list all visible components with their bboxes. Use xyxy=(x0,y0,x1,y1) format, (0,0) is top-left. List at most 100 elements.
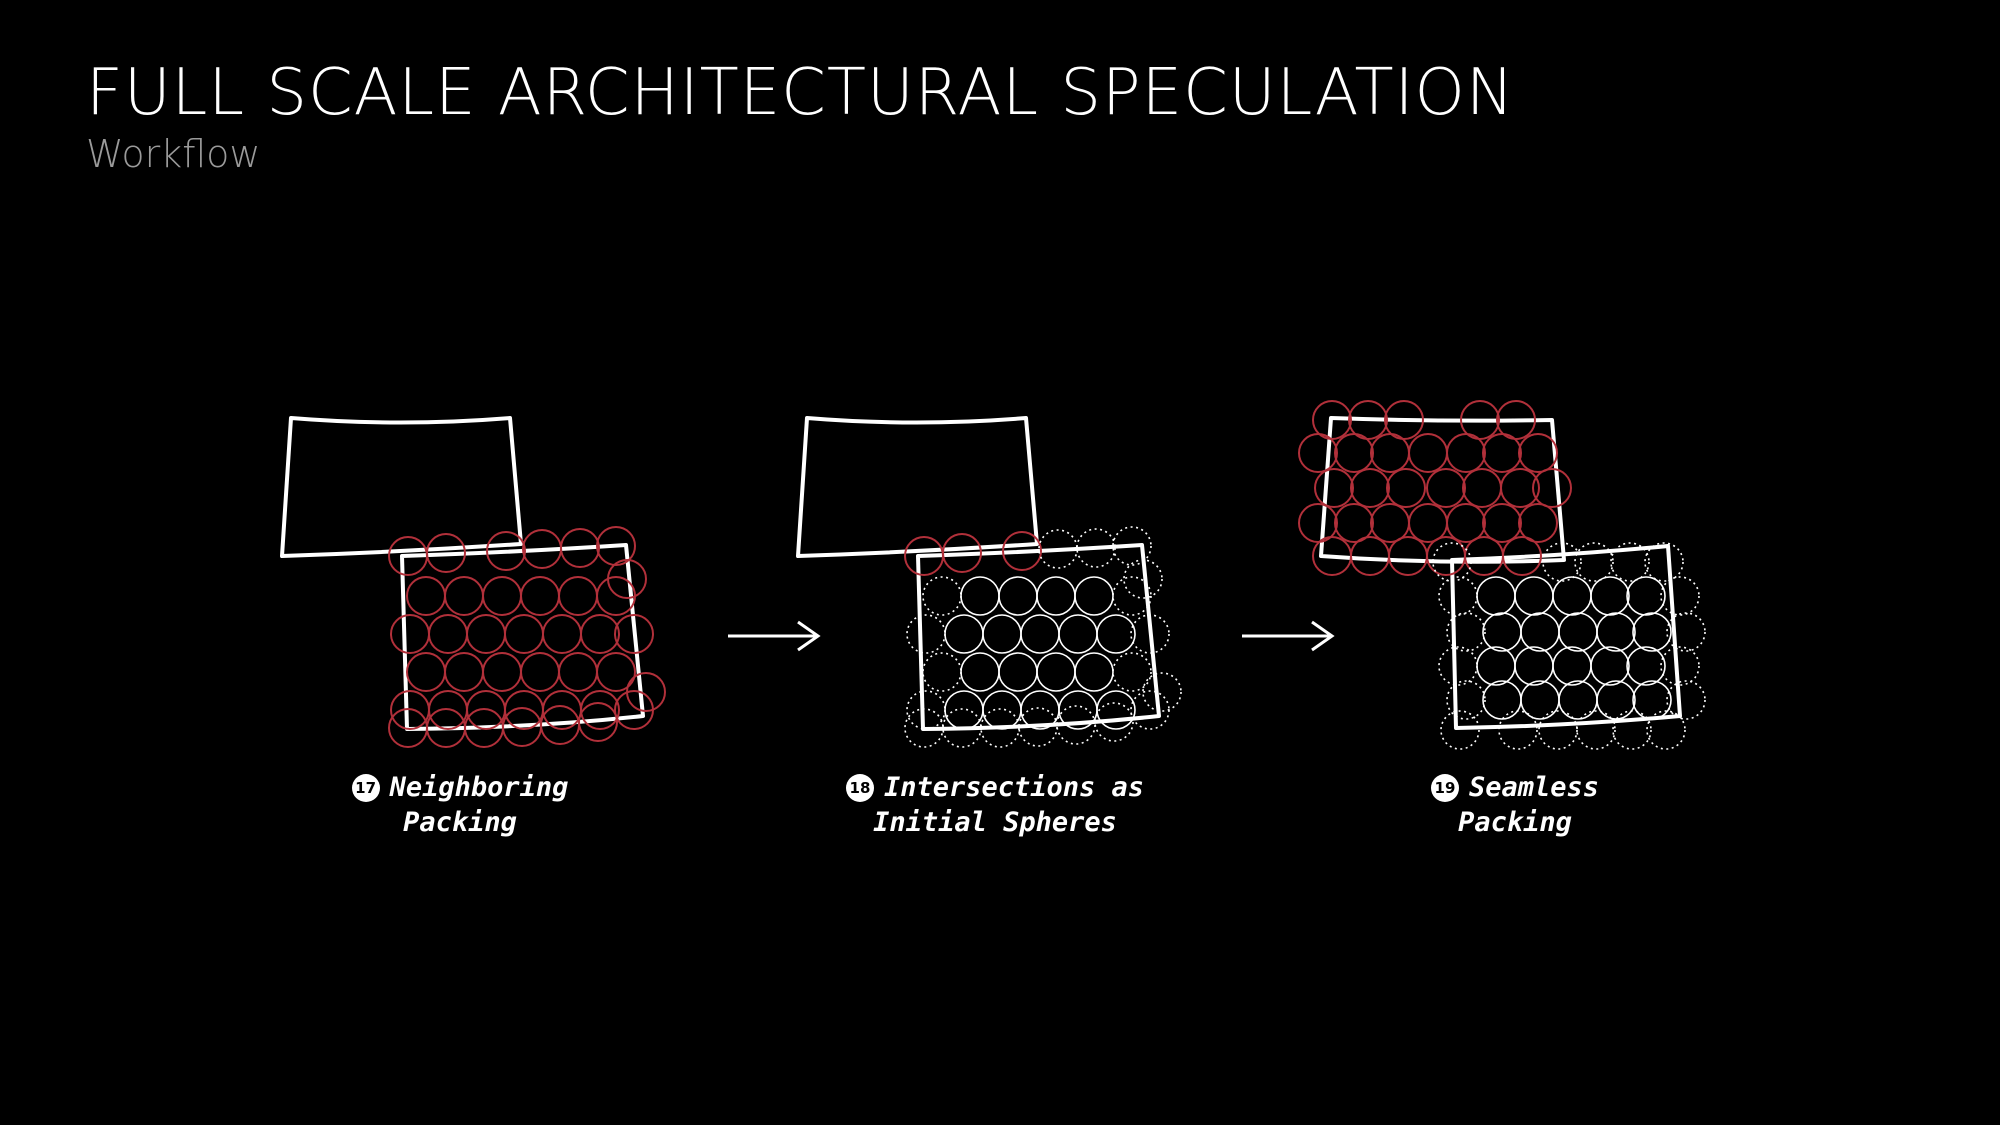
step-label-line1: Seamless xyxy=(1468,772,1600,803)
packing-sphere xyxy=(998,576,1038,616)
packing-sphere xyxy=(486,531,526,571)
packing-sphere xyxy=(482,576,522,616)
candidate-sphere xyxy=(922,652,962,692)
packing-sphere xyxy=(580,690,620,730)
candidate-sphere xyxy=(904,708,944,748)
packing-sphere xyxy=(1558,680,1598,720)
packing-sphere xyxy=(1464,536,1504,576)
packing-sphere xyxy=(1298,433,1338,473)
packing-sphere xyxy=(428,614,468,654)
packing-sphere xyxy=(504,614,544,654)
packing-sphere xyxy=(1446,433,1486,473)
packing-sphere xyxy=(1482,503,1522,543)
candidate-sphere xyxy=(1112,652,1152,692)
packing-sphere xyxy=(944,690,984,730)
packing-sphere xyxy=(406,576,446,616)
packing-sphere xyxy=(558,652,598,692)
packing-sphere xyxy=(578,702,618,742)
candidate-sphere xyxy=(1432,542,1472,582)
surface-panel-b xyxy=(400,543,645,731)
candidate-sphere xyxy=(1660,576,1700,616)
packing-sphere xyxy=(482,652,522,692)
packing-sphere xyxy=(1408,433,1448,473)
page-subtitle: Workflow xyxy=(86,132,261,176)
packing-sphere xyxy=(1314,468,1354,508)
candidate-sphere xyxy=(1542,542,1582,582)
packing-sphere xyxy=(1590,646,1630,686)
candidate-sphere xyxy=(906,690,946,730)
packing-sphere xyxy=(426,533,466,573)
packing-sphere xyxy=(960,652,1000,692)
surface-panel-b xyxy=(1450,544,1682,730)
candidate-sphere xyxy=(1038,529,1078,569)
candidate-sphere xyxy=(1666,680,1706,720)
packing-sphere xyxy=(1482,680,1522,720)
packing-sphere xyxy=(1482,612,1522,652)
packing-sphere xyxy=(1388,536,1428,576)
candidate-sphere xyxy=(1440,710,1480,750)
packing-sphere xyxy=(1350,536,1390,576)
packing-sphere xyxy=(1036,652,1076,692)
packing-sphere xyxy=(982,690,1022,730)
step-label-line1: Neighboring xyxy=(389,772,569,803)
candidate-sphere xyxy=(1130,690,1170,730)
candidate-sphere xyxy=(1446,612,1486,652)
surface-panel-a xyxy=(796,416,1039,558)
packing-sphere xyxy=(1426,536,1466,576)
step-number-badge: 17 xyxy=(351,774,380,802)
packing-sphere xyxy=(1370,503,1410,543)
packing-sphere xyxy=(1482,433,1522,473)
packing-sphere xyxy=(1334,503,1374,543)
candidate-sphere xyxy=(1446,680,1486,720)
candidate-sphere xyxy=(1574,542,1614,582)
packing-sphere xyxy=(1074,652,1114,692)
packing-sphere xyxy=(1632,612,1672,652)
packing-sphere xyxy=(1446,503,1486,543)
packing-sphere xyxy=(1426,468,1466,508)
candidate-sphere xyxy=(1112,576,1152,616)
packing-sphere xyxy=(1036,576,1076,616)
packing-sphere xyxy=(1020,690,1060,730)
candidate-sphere xyxy=(1576,710,1616,750)
candidate-sphere xyxy=(1438,646,1478,686)
packing-sphere xyxy=(1532,468,1572,508)
packing-sphere xyxy=(580,614,620,654)
packing-sphere xyxy=(520,652,560,692)
candidate-sphere xyxy=(1612,710,1652,750)
packing-sphere xyxy=(1514,646,1554,686)
candidate-sphere xyxy=(1666,612,1706,652)
packing-sphere xyxy=(607,559,647,599)
step-label-line2: Packing xyxy=(1458,807,1572,838)
step-number-badge: 19 xyxy=(1430,774,1459,802)
step-label-line1: Intersections as xyxy=(883,772,1145,803)
packing-sphere xyxy=(1518,433,1558,473)
intersection-sphere xyxy=(1002,531,1042,571)
candidate-sphere xyxy=(1018,707,1058,747)
packing-sphere xyxy=(614,614,654,654)
packing-sphere xyxy=(1476,576,1516,616)
surface-panel-b xyxy=(916,543,1161,731)
packing-sphere xyxy=(1334,433,1374,473)
packing-sphere xyxy=(960,576,1000,616)
candidate-sphere xyxy=(1498,710,1538,750)
candidate-sphere xyxy=(906,614,946,654)
packing-sphere xyxy=(1020,614,1060,654)
packing-sphere xyxy=(560,528,600,568)
packing-sphere xyxy=(1520,612,1560,652)
page-title: FULL SCALE ARCHITECTURAL SPECULATION xyxy=(86,56,1515,130)
packing-sphere xyxy=(1074,576,1114,616)
stage-intersections xyxy=(796,416,1182,748)
candidate-sphere xyxy=(922,576,962,616)
packing-sphere xyxy=(1514,576,1554,616)
candidate-sphere xyxy=(1142,672,1182,712)
candidate-sphere xyxy=(1094,702,1134,742)
packing-sphere xyxy=(1096,690,1136,730)
packing-sphere xyxy=(466,614,506,654)
packing-sphere xyxy=(1370,433,1410,473)
packing-sphere xyxy=(558,576,598,616)
packing-sphere xyxy=(542,614,582,654)
packing-sphere xyxy=(1558,612,1598,652)
packing-sphere xyxy=(1626,646,1666,686)
packing-sphere xyxy=(1632,680,1672,720)
